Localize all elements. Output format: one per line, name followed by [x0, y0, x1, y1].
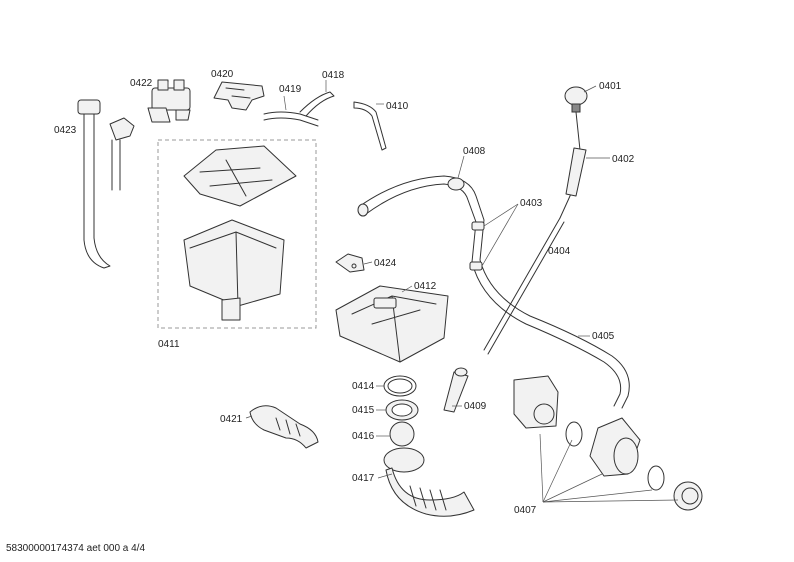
- label-0423: 0423: [54, 125, 77, 136]
- label-0416: 0416: [352, 431, 375, 442]
- label-0419: 0419: [279, 84, 302, 95]
- label-0414: 0414: [352, 381, 375, 392]
- label-0404: 0404: [548, 246, 571, 257]
- part-0402-pressure-hose[interactable]: [559, 111, 587, 219]
- part-0415-gasket[interactable]: [385, 399, 419, 421]
- label-0415: 0415: [352, 405, 375, 416]
- label-0409: 0409: [464, 401, 487, 412]
- label-0408: 0408: [463, 146, 486, 157]
- part-0412-detergent-drawer[interactable]: [335, 285, 449, 363]
- part-0404-rod[interactable]: [483, 217, 565, 355]
- label-0422: 0422: [130, 78, 153, 89]
- part-0420-bracket[interactable]: [213, 81, 265, 111]
- part-0408-clamp[interactable]: [447, 177, 465, 191]
- part-0416-ball[interactable]: [389, 421, 415, 447]
- label-0410: 0410: [386, 101, 409, 112]
- label-0420: 0420: [211, 69, 234, 80]
- part-0419-hose[interactable]: [263, 111, 319, 127]
- part-0407-pump-assembly[interactable]: [513, 375, 703, 511]
- part-0424-clip[interactable]: [335, 253, 365, 273]
- part-0411-dispenser-housing[interactable]: [157, 139, 317, 329]
- part-0418-hose[interactable]: [299, 91, 335, 117]
- part-0414-ring[interactable]: [383, 375, 417, 397]
- label-0411: 0411: [158, 339, 180, 350]
- label-0417: 0417: [352, 473, 375, 484]
- part-0401-pressure-switch[interactable]: [564, 86, 588, 113]
- label-0424: 0424: [374, 258, 397, 269]
- label-0418: 0418: [322, 70, 345, 81]
- label-0412: 0412: [414, 281, 437, 292]
- part-0417-sump-hose[interactable]: [383, 447, 475, 517]
- label-0402: 0402: [612, 154, 635, 165]
- part-0405-drain-hose[interactable]: [357, 175, 630, 409]
- document-id-footer: 58300000174374 aet 000 a 4/4: [6, 543, 146, 554]
- label-0401: 0401: [599, 81, 622, 92]
- part-0409-air-trap[interactable]: [443, 367, 469, 413]
- part-0421-hose[interactable]: [249, 405, 319, 449]
- label-0407: 0407: [514, 505, 537, 516]
- leader-lines: [167, 80, 679, 503]
- label-0403: 0403: [520, 198, 543, 209]
- label-0405: 0405: [592, 331, 615, 342]
- label-0421: 0421: [220, 414, 243, 425]
- part-0410-hose[interactable]: [353, 101, 387, 151]
- part-0422-inlet-valve[interactable]: [147, 79, 191, 123]
- part-0423-inlet-hoses[interactable]: [77, 99, 135, 269]
